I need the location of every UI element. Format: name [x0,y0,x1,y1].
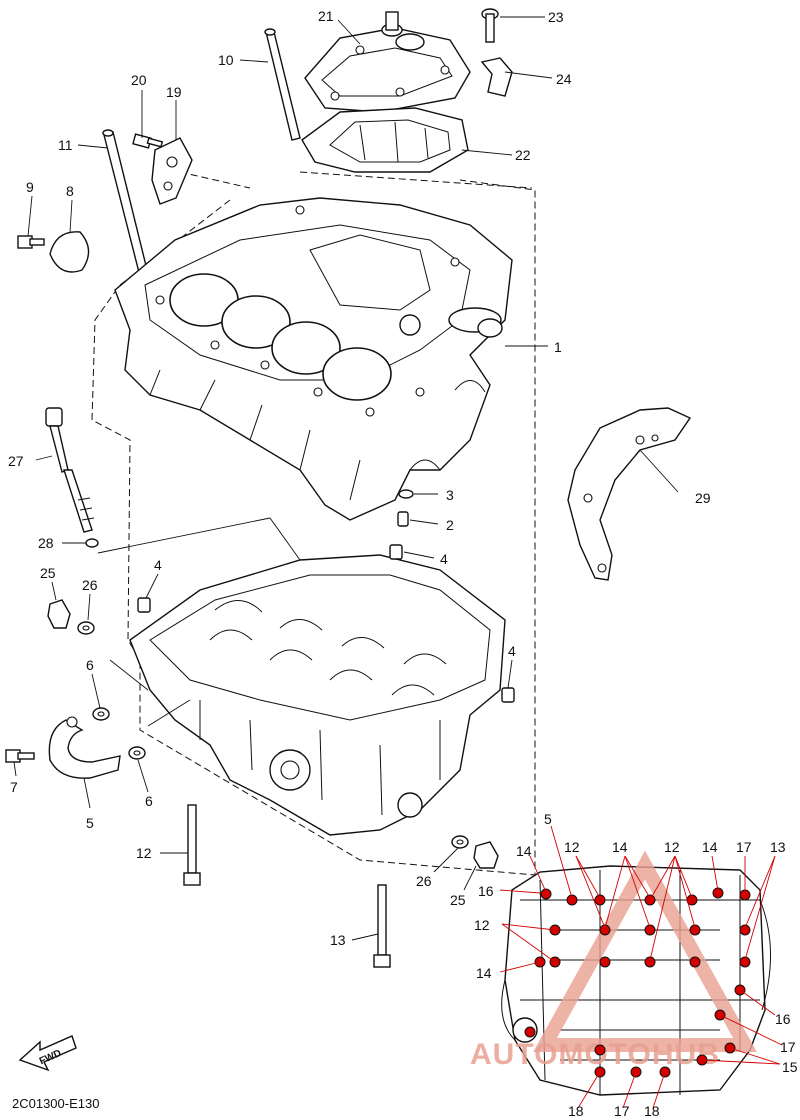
hose-5 [48,716,121,779]
callout-24: 24 [556,71,572,87]
baffle-plate-29 [567,407,692,581]
callout-26-right: 26 [416,873,432,889]
stud-bolt-10 [264,28,301,141]
lower-crankcase [129,554,506,836]
callout-25-left: 25 [40,565,56,581]
callout-13: 13 [330,932,346,948]
inset-callout-17c: 17 [614,1103,630,1119]
inset-callout-5: 5 [544,811,552,827]
inset-callout-14c: 14 [702,839,718,855]
callout-4-top: 4 [440,551,448,567]
o-ring-28 [85,538,99,548]
upper-crankcase [114,197,513,521]
callout-25-right: 25 [450,892,466,908]
callout-11: 11 [58,137,73,153]
bolt-12 [183,804,201,886]
bolt-20 [132,133,164,149]
dowel-2 [397,511,409,527]
callout-4-left: 4 [154,557,162,573]
gasket-6 [92,707,146,760]
callout-2: 2 [446,517,454,533]
bolt-9 [17,235,45,249]
cover-8 [49,231,90,273]
callout-1: 1 [554,339,562,355]
callout-9: 9 [26,179,34,195]
callout-3: 3 [446,487,454,503]
inset-callout-16b: 16 [775,1011,791,1027]
watermark-logo: AUTOMOTOHUB [470,850,757,1071]
callout-5: 5 [86,815,94,831]
fwd-arrow-icon: FWD [18,1035,77,1072]
diagram-code: 2C01300-E130 [12,1096,99,1111]
inset-callout-12a: 12 [564,839,580,855]
inset-callout-17b: 17 [780,1039,796,1055]
plug-25 [47,599,499,869]
inset-callout-14d: 14 [476,965,492,981]
leader-lines [13,16,679,941]
callout-10: 10 [218,52,234,68]
inset-callout-14b: 14 [612,839,628,855]
callout-22: 22 [515,147,531,163]
inset-callout-18b: 18 [644,1103,660,1119]
inset-leader-lines [499,825,783,1109]
callout-4-right: 4 [508,643,516,659]
inset-highlight-bolts [524,887,751,1078]
inset-callout-17a: 17 [736,839,752,855]
inset-callout-labels: 5 14 12 14 12 14 17 13 16 12 14 16 17 15… [474,811,798,1119]
inset-callout-14a: 14 [516,843,532,859]
callout-28: 28 [38,535,54,551]
inset-callout-12b: 12 [664,839,680,855]
callout-12: 12 [136,845,152,861]
plate-19 [151,137,193,205]
bolt-7 [5,749,35,763]
bolt-13 [373,884,391,968]
inset-callout-12c: 12 [474,917,490,933]
callout-26-left: 26 [82,577,98,593]
breather-gasket [301,107,469,173]
callout-7: 7 [10,779,18,795]
oil-level-gauge-27 [45,407,95,533]
callout-23: 23 [548,9,564,25]
callout-29: 29 [695,490,711,506]
inset-callout-13: 13 [770,839,786,855]
bolt-23 [481,8,499,43]
callout-27: 27 [8,453,24,469]
o-ring-3 [398,489,414,499]
callout-19: 19 [166,84,182,100]
washer-26 [77,621,469,849]
inset-callout-16a: 16 [478,883,494,899]
callout-labels: 21 23 24 10 20 19 22 11 9 8 1 27 29 3 2 … [8,8,711,948]
callout-8: 8 [66,183,74,199]
breather-cover [304,11,471,113]
clamp-24 [480,57,513,97]
assembly-envelope [91,171,536,876]
inset-callout-18a: 18 [568,1103,584,1119]
inset-callout-15: 15 [782,1059,798,1075]
callout-21: 21 [318,8,334,24]
callout-6-upper: 6 [86,657,94,673]
callout-20: 20 [131,72,147,88]
callout-6-lower: 6 [145,793,153,809]
watermark-text: AUTOMOTOHUB [470,1038,720,1071]
